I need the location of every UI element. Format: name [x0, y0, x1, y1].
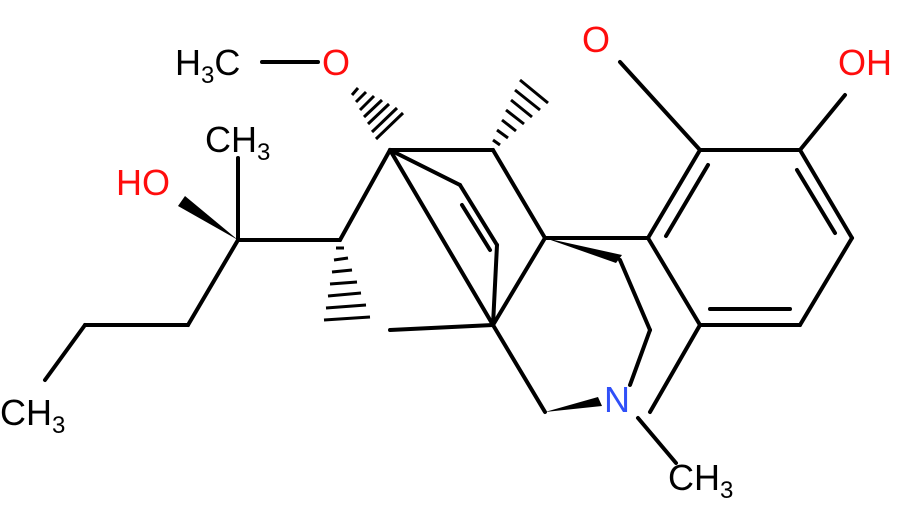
label-phenol: OH — [838, 42, 892, 83]
label-ether-oxygen: O — [582, 19, 610, 60]
wedge-bond-oh — [178, 196, 238, 240]
atom-labels: H3C O O OH CH3 HO CH3 N CH3 — [0, 19, 892, 504]
label-nitrogen: N — [604, 379, 630, 420]
bond — [798, 148, 854, 240]
bond — [618, 60, 702, 152]
bond — [491, 323, 547, 414]
label-methyl-top: CH3 — [205, 119, 270, 166]
hashed-bond-c20 — [323, 246, 371, 322]
bond — [491, 148, 547, 240]
bond — [618, 258, 652, 332]
bond — [646, 236, 702, 327]
label-methoxy-carbon: H3C — [175, 42, 240, 89]
bond — [388, 148, 495, 327]
wedge-bond-c9 — [545, 397, 602, 412]
label-methyl-n: CH3 — [668, 457, 733, 504]
bond — [388, 148, 462, 187]
bond — [43, 323, 87, 382]
bond — [491, 243, 499, 327]
bond — [460, 203, 492, 252]
wedge-bond-c13 — [545, 238, 622, 263]
bond — [648, 323, 702, 414]
bonds — [43, 60, 854, 465]
bond — [798, 236, 854, 327]
bond — [458, 183, 499, 247]
bond — [186, 238, 240, 327]
hashed-bond-c5-o — [492, 78, 549, 147]
bond — [628, 328, 652, 387]
bond — [636, 416, 678, 465]
bond — [388, 323, 495, 332]
bond — [798, 93, 847, 152]
label-methyl-bottom-left: CH3 — [0, 392, 65, 439]
label-methoxy-oxygen: O — [322, 42, 350, 83]
label-hydroxyl-left: HO — [116, 162, 170, 203]
bond — [646, 148, 702, 240]
bond — [664, 163, 710, 238]
bond — [338, 148, 392, 242]
bond — [491, 236, 547, 327]
bond — [795, 168, 837, 235]
hashed-bond-ome — [350, 87, 405, 141]
